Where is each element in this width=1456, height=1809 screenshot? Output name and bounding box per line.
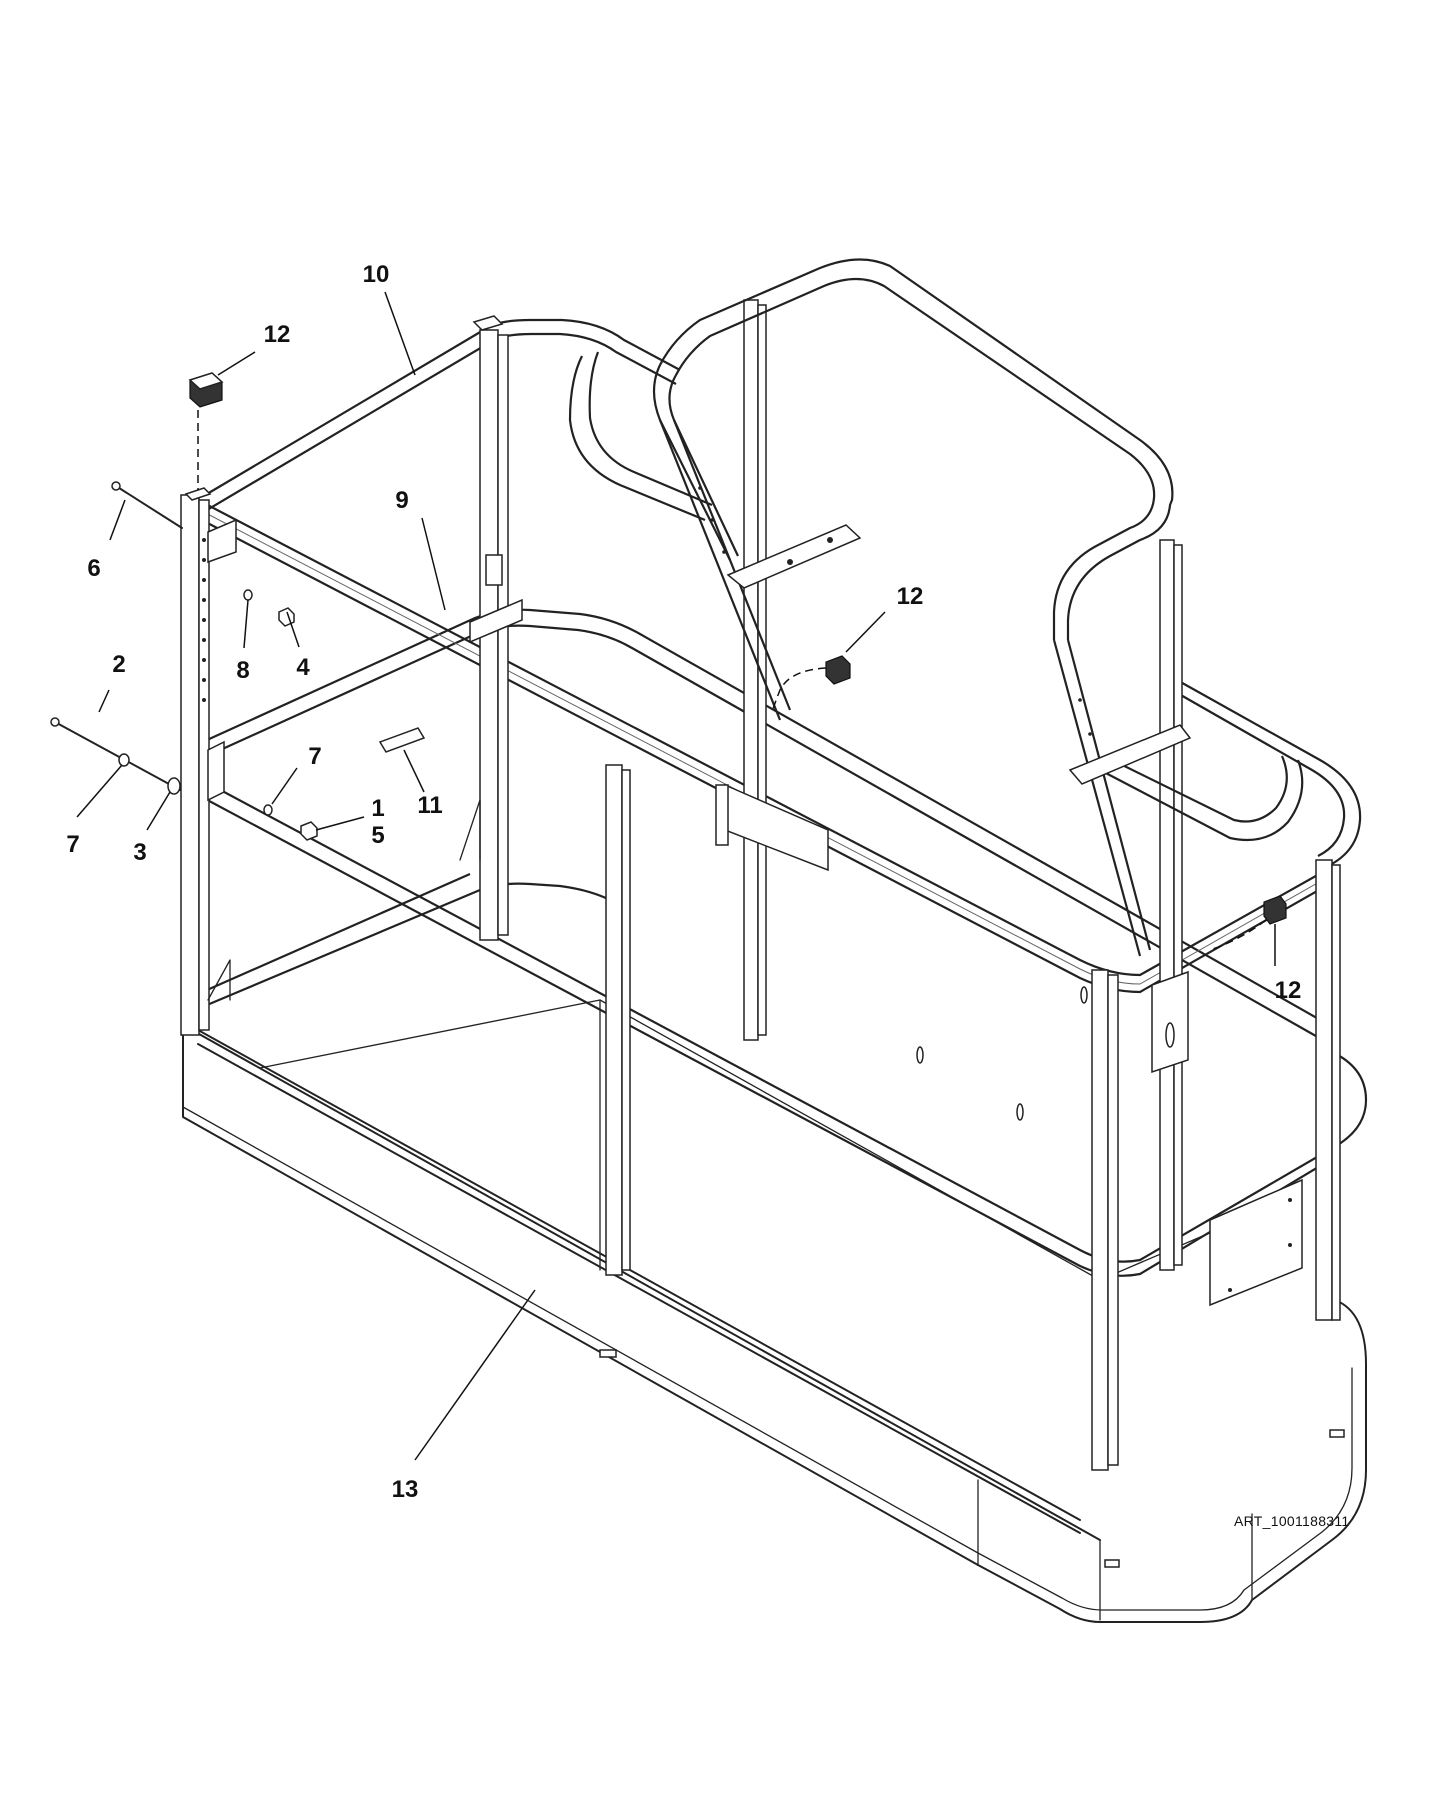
callout-11: 11 <box>417 792 442 819</box>
raised-guard <box>652 258 1174 957</box>
callouts: 10 12 9 6 12 8 4 2 7 11 7 1 5 3 12 13 <box>66 261 1301 1503</box>
rear-top-rail <box>206 318 1362 866</box>
callout-13: 13 <box>392 1476 419 1503</box>
callout-5: 5 <box>371 822 384 849</box>
callout-12-mid: 12 <box>897 583 924 610</box>
callout-12-right: 12 <box>1275 977 1302 1004</box>
callout-10: 10 <box>363 261 390 288</box>
end-caps <box>184 315 1287 925</box>
callout-2: 2 <box>112 651 125 678</box>
callout-3: 3 <box>133 839 146 866</box>
callout-6: 6 <box>87 555 100 582</box>
callout-4: 4 <box>296 654 310 681</box>
front-bottom-rail <box>197 1029 1081 1534</box>
callout-1: 1 <box>371 795 384 822</box>
art-id-label: ART_1001188311 <box>1234 1513 1350 1529</box>
hardware <box>50 481 426 841</box>
callout-8: 8 <box>236 657 249 684</box>
grab-handles <box>568 351 1304 842</box>
floor-pan <box>182 999 1367 1623</box>
leader-lines <box>76 291 1276 1461</box>
uprights <box>180 299 1341 1471</box>
callout-12-top: 12 <box>264 321 291 348</box>
callout-9: 9 <box>395 487 408 514</box>
callout-7-left: 7 <box>66 831 79 858</box>
callout-7-right: 7 <box>308 743 321 770</box>
brackets <box>207 518 1303 1307</box>
